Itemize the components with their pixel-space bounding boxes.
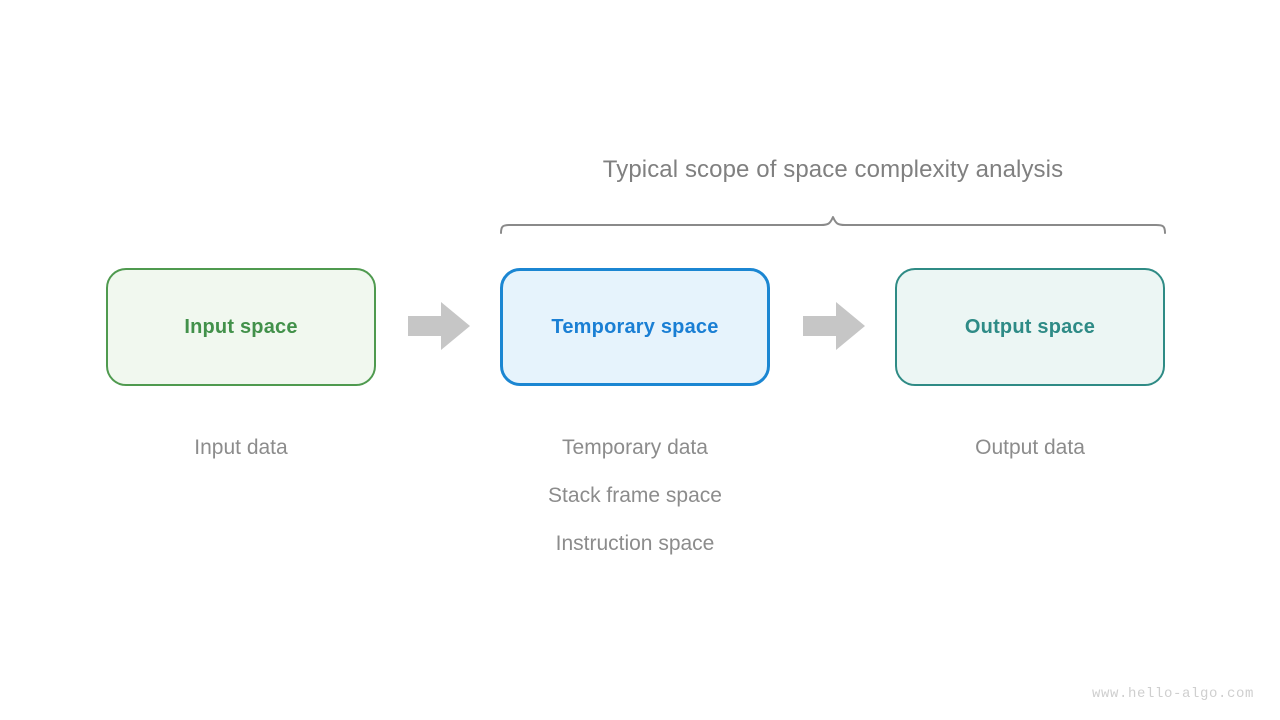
watermark: www.hello-algo.com	[1091, 686, 1254, 702]
caption-temporary-line-2: Stack frame space	[548, 484, 722, 507]
node-temporary-space-label: Temporary space	[551, 315, 719, 338]
caption-temporary-column: Temporary data Stack frame space Instruc…	[500, 424, 770, 568]
node-input-space[interactable]: Input space	[106, 268, 376, 386]
node-temporary-space[interactable]: Temporary space	[500, 268, 770, 386]
node-output-space-label: Output space	[964, 315, 1096, 338]
node-input-space-label: Input space	[184, 315, 298, 338]
node-output-space[interactable]: Output space	[895, 268, 1165, 386]
caption-output-column: Output data	[895, 424, 1165, 472]
scope-brace-icon	[500, 216, 1166, 234]
arrow-right-icon	[408, 302, 470, 350]
caption-temporary-line-1: Temporary data	[562, 436, 708, 459]
scope-title: Typical scope of space complexity analys…	[602, 156, 1064, 183]
arrow-right-icon	[803, 302, 865, 350]
caption-input-column: Input data	[106, 424, 376, 472]
caption-output-line-1: Output data	[975, 436, 1085, 459]
caption-input-line-1: Input data	[194, 436, 288, 459]
caption-temporary-line-3: Instruction space	[555, 532, 715, 555]
